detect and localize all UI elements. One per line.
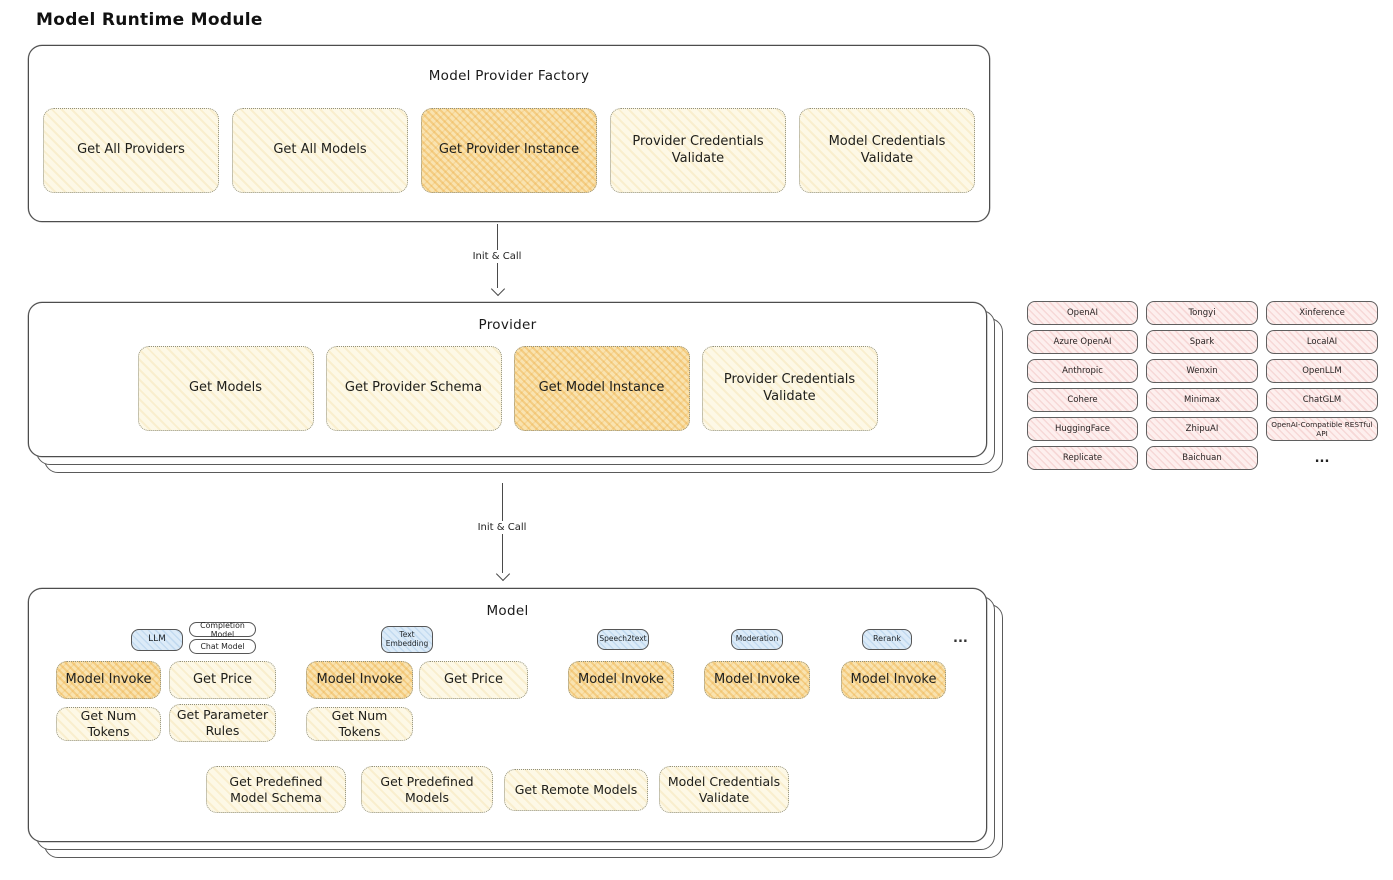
provider-pill-chatglm: ChatGLM [1266,388,1378,412]
tab-completion-model: Completion Model [189,621,256,639]
tab-chat-model: Chat Model [189,639,256,654]
factory-button-row: Get All Providers Get All Models Get Pro… [29,108,989,193]
provider-button-row: Get Models Get Provider Schema Get Model… [29,346,986,431]
node-model-credentials-validate-2: Model Credentials Validate [659,766,789,813]
arrow-down-icon [495,566,510,582]
node-te-model-invoke: Model Invoke [306,661,413,699]
node-llm-get-parameter-rules: Get Parameter Rules [169,704,276,742]
node-te-get-price: Get Price [419,661,528,699]
provider-name-grid: OpenAI Tongyi Xinference Azure OpenAI Sp… [1027,301,1378,470]
diagram-title: Model Runtime Module [36,10,263,30]
node-llm-model-invoke: Model Invoke [56,661,161,699]
provider-pill-zhipuai: ZhipuAI [1146,417,1258,441]
provider-pill-minimax: Minimax [1146,388,1258,412]
node-get-all-providers: Get All Providers [43,108,219,193]
node-llm-get-num-tokens: Get Num Tokens [56,707,161,741]
provider-pill-azure-openai: Azure OpenAI [1027,330,1138,354]
node-llm-get-price: Get Price [169,661,276,699]
provider-pill-xinference: Xinference [1266,301,1378,325]
provider-pill-anthropic: Anthropic [1027,359,1138,383]
model-title: Model [486,603,529,619]
node-te-get-num-tokens: Get Num Tokens [306,707,413,741]
node-get-models: Get Models [137,346,314,431]
node-get-remote-models: Get Remote Models [504,769,648,811]
provider-pill-cohere: Cohere [1027,388,1138,412]
provider-pill-baichuan: Baichuan [1146,446,1258,470]
node-get-provider-instance: Get Provider Instance [421,108,597,193]
model-provider-factory-title: Model Provider Factory [428,68,590,84]
arrow-label: Init & Call [468,250,526,263]
tab-text-embedding: Text Embedding [381,626,433,653]
provider-pill-wenxin: Wenxin [1146,359,1258,383]
provider-pill-more-ellipsis: ... [1314,450,1330,466]
provider-pill-openai: OpenAI [1027,301,1138,325]
node-get-predefined-model-schema: Get Predefined Model Schema [206,766,346,813]
tabs-more-ellipsis: ... [953,631,968,646]
provider-pill-localai: LocalAI [1266,330,1378,354]
provider-title: Provider [478,317,537,333]
node-rerank-model-invoke: Model Invoke [841,661,946,699]
provider-pill-replicate: Replicate [1027,446,1138,470]
tab-llm: LLM [131,629,183,651]
node-provider-credentials-validate: Provider Credentials Validate [610,108,786,193]
node-moderation-model-invoke: Model Invoke [704,661,810,699]
model-box: Model LLM Completion Model Chat Model Te… [28,588,987,842]
tab-rerank: Rerank [862,629,912,650]
provider-pill-huggingface: HuggingFace [1027,417,1138,441]
arrow-label: Init & Call [473,521,531,534]
tab-speech2text: Speech2text [597,629,649,650]
provider-pill-spark: Spark [1146,330,1258,354]
model-provider-factory-box: Model Provider Factory Get All Providers… [28,45,990,222]
provider-pill-tongyi: Tongyi [1146,301,1258,325]
node-get-model-instance: Get Model Instance [513,346,690,431]
provider-box: Provider Get Models Get Provider Schema … [28,302,987,457]
node-model-credentials-validate: Model Credentials Validate [799,108,975,193]
arrow-down-icon [490,281,505,297]
provider-pill-openllm: OpenLLM [1266,359,1378,383]
node-get-all-models: Get All Models [232,108,408,193]
node-s2t-model-invoke: Model Invoke [568,661,674,699]
node-provider-credentials-validate-2: Provider Credentials Validate [701,346,878,431]
node-get-predefined-models: Get Predefined Models [361,766,493,813]
node-get-provider-schema: Get Provider Schema [325,346,502,431]
provider-pill-openai-compatible: OpenAI-Compatible RESTful API [1266,417,1378,441]
tab-moderation: Moderation [731,629,783,650]
